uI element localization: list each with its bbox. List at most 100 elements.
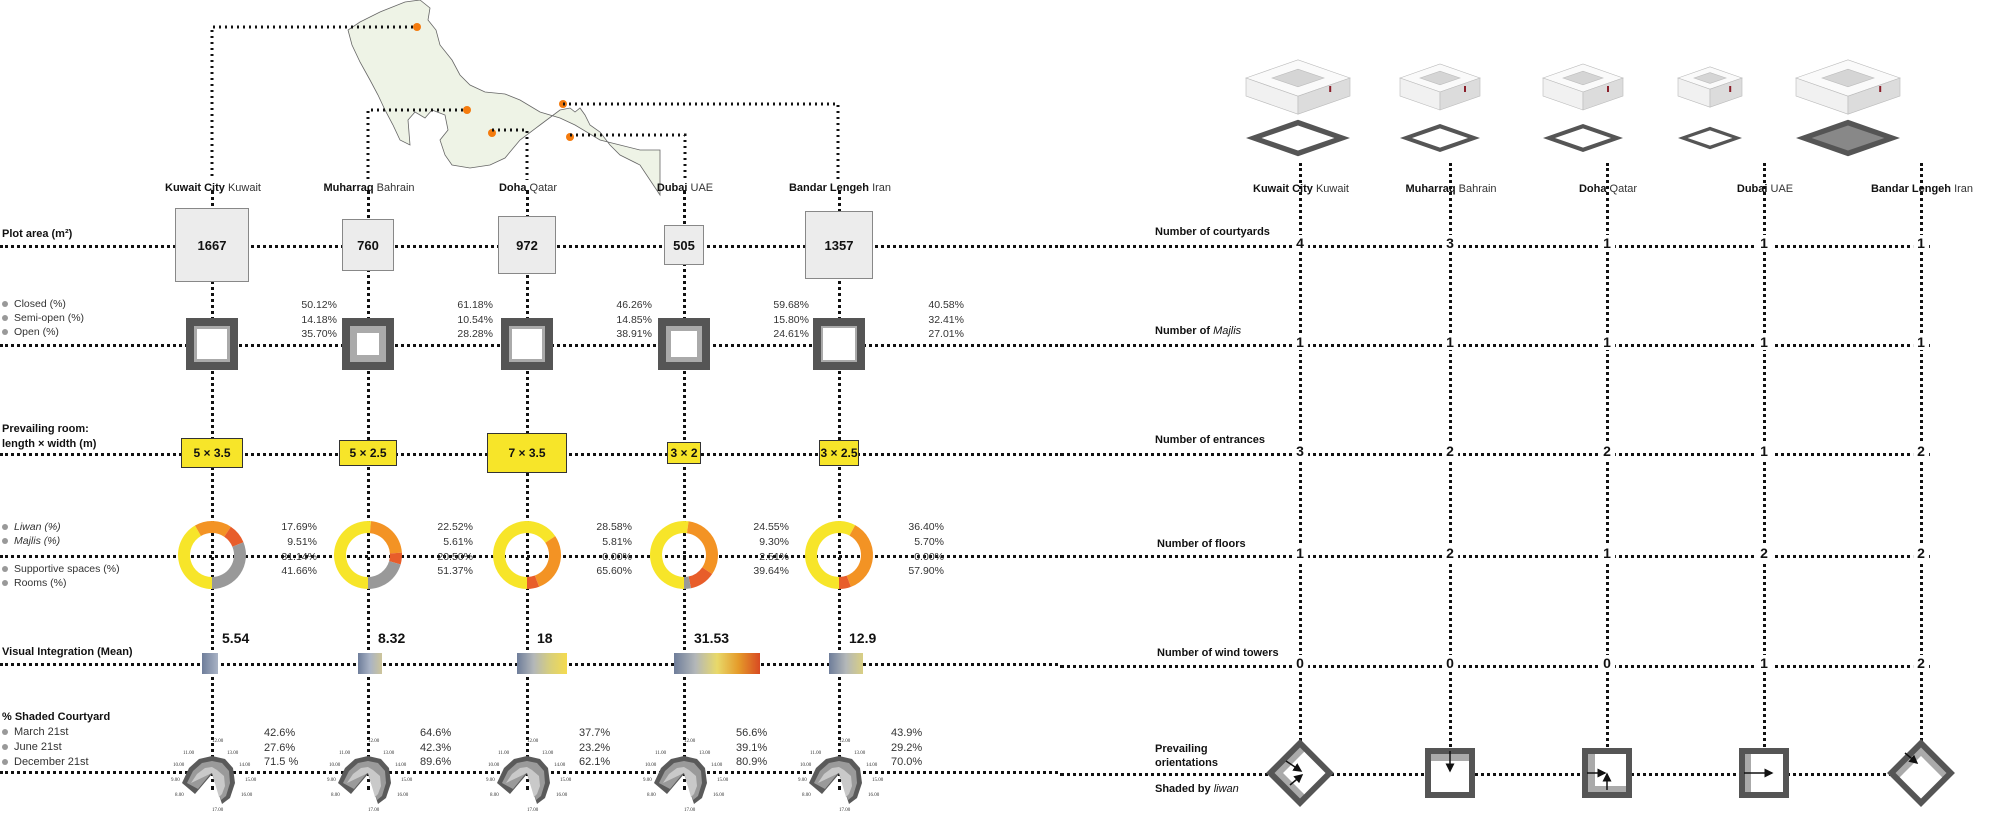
space-use-donut [334, 521, 402, 589]
donut-slice-majlis [389, 552, 402, 565]
visual-integration-bar [674, 653, 760, 674]
map-leader-lines [210, 25, 840, 180]
floors-label: Number of floors [1157, 538, 1246, 550]
open-area [671, 331, 697, 357]
legend-supportive: Supportive spaces (%) [2, 562, 120, 576]
hour-label: 11.00 [655, 751, 667, 756]
openness-value: 24.61% [773, 328, 809, 340]
col-line-doha [526, 190, 529, 790]
shaded-value: 23.2% [579, 741, 611, 754]
row-value: 1 [1599, 235, 1615, 251]
space-use-value: 9.51% [287, 535, 317, 548]
iso-model-doha [1542, 63, 1624, 152]
right-city-header-1: Muharraq Bahrain [1405, 183, 1496, 195]
hour-label: 14.00 [554, 763, 566, 768]
wind-towers-label: Number of wind towers [1157, 647, 1279, 659]
row-value: 2 [1913, 443, 1929, 459]
shaded-value: 27.6% [264, 741, 296, 754]
space-use-value: 17.69% [281, 521, 317, 533]
marker-kuwait-city [413, 23, 421, 31]
space-use-value: 9.30% [759, 535, 789, 548]
visual-integration-value: 31.53 [694, 630, 730, 646]
left-city-header-1: Muharraq Bahrain [323, 182, 414, 194]
orientation-icon-kuwait [1266, 739, 1334, 807]
country-name: Kuwait [227, 182, 261, 194]
hour-label: 12.00 [368, 739, 380, 744]
donut-slice-majlis [224, 526, 244, 547]
country-name: UAE [1770, 183, 1794, 195]
city-name: Kuwait City [165, 182, 225, 194]
shade-june [347, 767, 381, 797]
donut-slice-supportive [684, 576, 692, 589]
space-use-donut [805, 521, 873, 589]
legend-june: June 21st [2, 740, 89, 755]
space-use-value: 5.81% [602, 535, 632, 548]
hour-label: 12.00 [212, 739, 224, 744]
hour-label: 9.00 [643, 778, 652, 783]
shaded-legend: March 21st June 21st December 21st [2, 725, 89, 770]
donut-slice-liwan [686, 521, 718, 575]
hour-label: 15.00 [717, 778, 729, 783]
country-name: Bahrain [1458, 183, 1497, 195]
donut-slice-majlis [688, 567, 713, 589]
row-value: 1 [1756, 443, 1772, 459]
row-value: 4 [1292, 235, 1308, 251]
space-use-donut [493, 521, 561, 589]
r-col-line-doha [1606, 163, 1609, 758]
shaded-by-liwan-label: Shaded by liwan [1155, 783, 1239, 795]
hour-label: 15.00 [401, 778, 413, 783]
hour-label: 13.00 [854, 751, 866, 756]
r-row-line-courtyards [1060, 245, 1930, 248]
hour-label: 10.00 [329, 763, 341, 768]
plot-area-box: 1357 [805, 211, 873, 279]
isometric-models [1245, 59, 1901, 157]
shaded-courtyard-label: % Shaded Courtyard [2, 711, 111, 723]
openness-values: 59.68%15.80%24.61% [734, 298, 809, 342]
openness-value: 50.12% [301, 299, 337, 311]
hour-label: 8.00 [802, 793, 811, 798]
hour-label: 14.00 [395, 763, 407, 768]
donut-slice-liwan [369, 521, 402, 554]
r-col-line-muharraq [1449, 163, 1452, 758]
hour-label: 16.00 [241, 793, 253, 798]
hour-label: 16.00 [556, 793, 568, 798]
donut-slice-rooms [805, 521, 856, 589]
visual-integration-value: 12.9 [849, 630, 877, 646]
hour-label: 11.00 [810, 751, 822, 756]
openness-value: 14.18% [301, 313, 337, 326]
hour-label: 13.00 [383, 751, 395, 756]
visual-integration-value: 8.32 [378, 630, 406, 646]
shaded-values: 42.6%27.6%71.5 % [264, 726, 298, 770]
openness-values: 46.26%14.85%38.91% [577, 298, 652, 342]
hour-label: 11.00 [498, 751, 510, 756]
iso-model-bandar [1795, 59, 1901, 157]
space-use-value: 65.60% [596, 565, 632, 578]
legend-liwan: Liwan (%) [2, 520, 61, 534]
shaded-values: 37.7%23.2%62.1% [579, 726, 610, 770]
hour-label: 10.00 [488, 763, 500, 768]
left-city-header-3: Dubai UAE [657, 182, 713, 194]
hour-label: 10.00 [800, 763, 812, 768]
shade-june [663, 767, 697, 797]
row-value: 1 [1292, 545, 1308, 561]
shaded-value: 80.9% [736, 756, 768, 768]
city-name: Bandar Lengeh [788, 182, 870, 194]
hour-label: 9.00 [171, 778, 180, 783]
space-use-value: 5.61% [443, 535, 473, 548]
iso-model-muharraq [1399, 63, 1481, 152]
plot-area-box: 972 [498, 216, 556, 274]
col-line-muharraq [367, 190, 370, 790]
legend-december: December 21st [2, 755, 89, 770]
plot-area-box: 760 [342, 219, 394, 271]
hour-label: 15.00 [245, 778, 257, 783]
space-use-value: 28.58% [596, 521, 632, 533]
plot-area-box: 505 [664, 225, 704, 265]
right-city-header-2: Doha Qatar [1579, 183, 1637, 195]
r-row-line-majlis [1060, 344, 1930, 347]
donut-slice-liwan [846, 525, 873, 587]
space-use-value: 22.52% [437, 521, 473, 533]
city-name: Bandar Lengeh [1870, 183, 1952, 195]
space-use-values: 22.52%5.61%20.50%51.37% [413, 520, 473, 579]
row-value: 3 [1442, 235, 1458, 251]
row-value: 1 [1599, 334, 1615, 350]
